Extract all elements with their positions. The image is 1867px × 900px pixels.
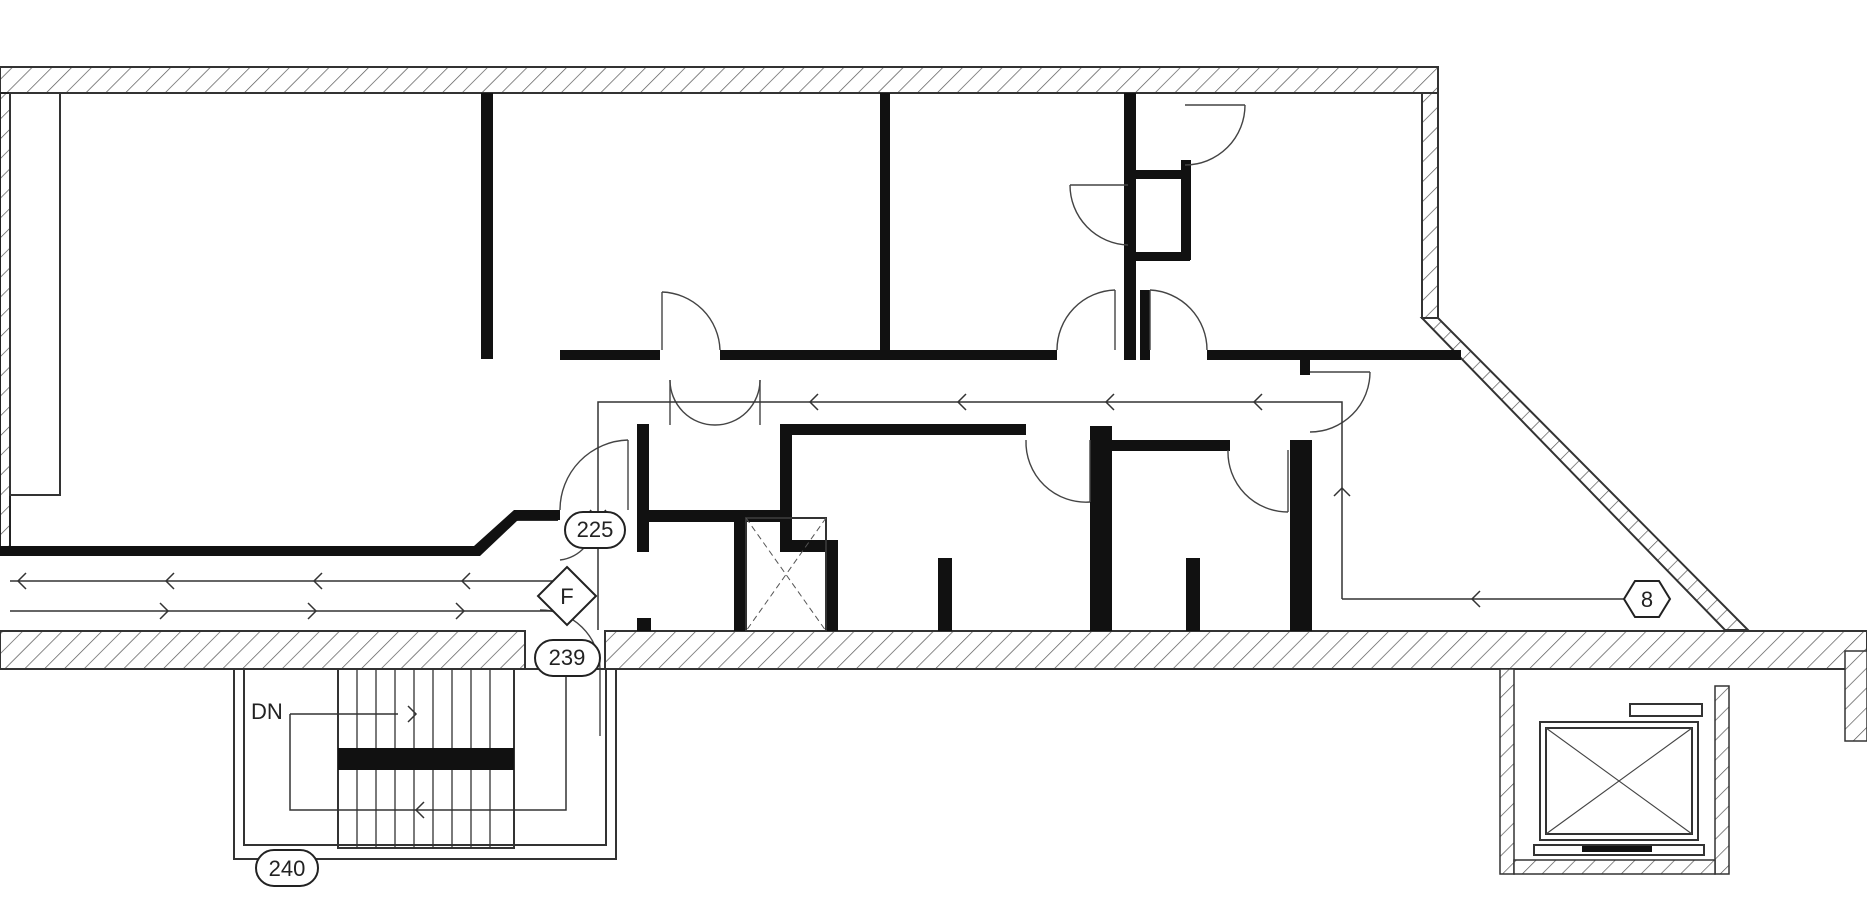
thin-outlines: [9, 92, 558, 554]
shaft: [745, 517, 827, 632]
stair-direction-label: DN: [251, 699, 283, 724]
equipment-tag-f[interactable]: F: [536, 565, 598, 627]
equipment-tag-f-label: F: [560, 584, 573, 609]
exit-tag-label: 8: [1641, 587, 1653, 612]
exterior-walls: [0, 66, 1867, 875]
room-tag-240-label: 240: [269, 856, 306, 881]
room-tag-225-label: 225: [577, 517, 614, 542]
room-tag-225[interactable]: 225: [564, 511, 626, 549]
room-tag-239[interactable]: 239: [534, 639, 601, 677]
exit-tag-hexagon[interactable]: 8: [1622, 580, 1672, 618]
stair: DN: [233, 660, 617, 860]
room-tag-240[interactable]: 240: [255, 849, 319, 887]
interior-walls: [0, 93, 1461, 631]
room-tag-239-label: 239: [549, 645, 586, 670]
elevator: [1533, 703, 1705, 856]
